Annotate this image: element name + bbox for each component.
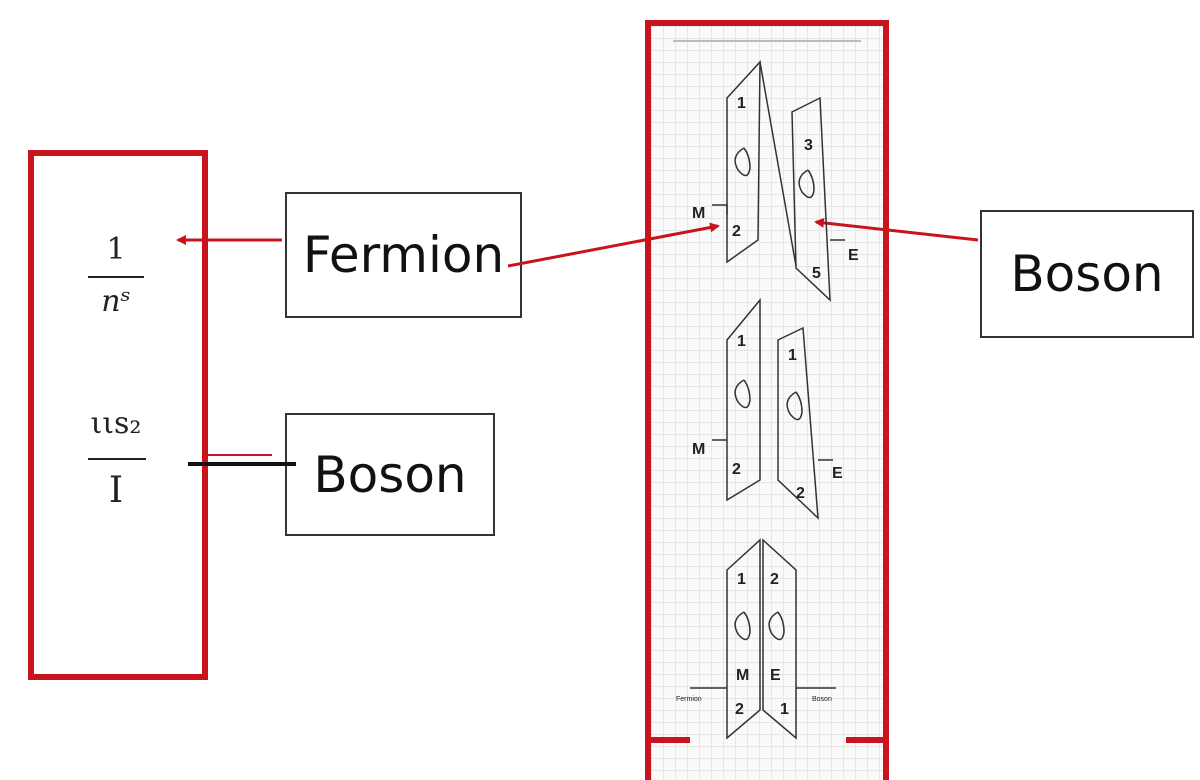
top-right-card (791, 96, 831, 302)
frame-top-rule (673, 40, 861, 42)
boson-label-right: Boson (1010, 245, 1164, 303)
top-left-top-number: 1 (737, 95, 746, 112)
bottom-fermion-caption: Fermion (676, 696, 702, 703)
middle-right-bottom-number: 2 (796, 485, 805, 502)
bottom-left-swirl-icon (734, 611, 751, 641)
middle-left-top-number: 1 (737, 333, 746, 350)
middle-right-top-number: 1 (788, 347, 797, 364)
top-right-swirl-icon (798, 169, 815, 199)
boson-label-box-right: Boson (980, 210, 1194, 338)
formula-1-fraction-bar (88, 276, 144, 278)
left-formula-frame (28, 150, 208, 680)
formula-2-numerator: ιιs₂ (90, 406, 142, 441)
top-m-label: M (692, 205, 705, 222)
middle-left-swirl-icon (734, 379, 751, 409)
boson-label-middle: Boson (313, 445, 467, 504)
bottom-right-top-number: 2 (770, 571, 779, 588)
top-left-bottom-number: 2 (732, 223, 741, 240)
top-twist-line (759, 61, 797, 267)
fermion-label-box: Fermion (285, 192, 522, 318)
right-diagram-frame (645, 20, 889, 780)
bottom-right-swirl-icon (768, 611, 785, 641)
middle-left-bottom-number: 2 (732, 461, 741, 478)
bottom-right-bottom-number: 1 (780, 701, 789, 718)
middle-right-swirl-icon (786, 391, 803, 421)
formula-2-denominator: I (108, 470, 124, 511)
middle-right-card (777, 326, 819, 520)
top-card-pair (712, 60, 845, 302)
boson-to-panel-arrow (814, 217, 979, 242)
bottom-m-label: M (736, 667, 749, 684)
bottom-boson-caption: Boson (812, 696, 832, 703)
bottom-e-label: E (770, 667, 781, 684)
bottom-left-top-number: 1 (737, 571, 746, 588)
formula-2-fraction-bar (88, 458, 146, 460)
top-right-bottom-number: 5 (812, 265, 821, 282)
boson-label-box-middle: Boson (285, 413, 495, 536)
fermion-to-panel-arrow (507, 222, 720, 268)
bottom-left-card (726, 538, 761, 740)
formula-1-denominator: nˢ (101, 284, 131, 319)
formula-1-numerator: 1 (106, 232, 126, 267)
middle-e-label: E (832, 465, 843, 482)
top-right-top-number: 3 (804, 137, 813, 154)
middle-m-label: M (692, 441, 705, 458)
top-e-label: E (848, 247, 859, 264)
middle-card-pair (712, 297, 833, 520)
bottom-card-pair (690, 538, 836, 740)
top-m-tick (712, 204, 728, 215)
fermion-label: Fermion (302, 226, 505, 284)
bottom-right-card (762, 538, 797, 740)
top-left-swirl-icon (734, 147, 751, 177)
middle-left-card (726, 297, 761, 502)
bottom-left-bottom-number: 2 (735, 701, 744, 718)
